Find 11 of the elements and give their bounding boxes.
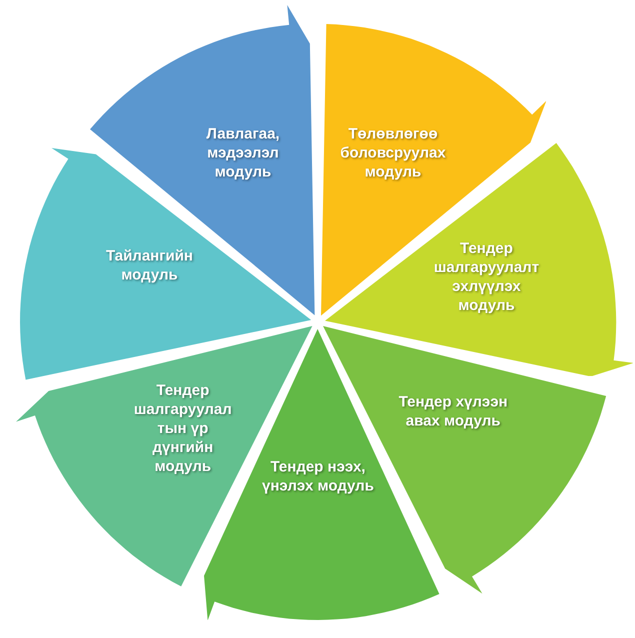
- segment-label: Тендер хүлээн авах модуль: [398, 392, 509, 430]
- segment-label: Тендер нээх, үнэлэх модуль: [261, 457, 375, 496]
- segment-label: Тайлангийн модуль: [104, 246, 194, 284]
- cycle-segment: [321, 24, 546, 316]
- segment-label: Төлөвлөгөө боловсруулах модуль: [339, 124, 447, 182]
- segment-label: Тендер шалгаруулалт эхлүүлэх модуль: [432, 238, 540, 314]
- cycle-segment: [90, 5, 315, 316]
- cycle-segment: [20, 148, 312, 380]
- cycle-segment: [324, 142, 634, 376]
- segment-label: Тендер шалгаруулал тын үр дүнгийн модуль: [132, 380, 233, 476]
- segment-label: Лавлагаа, мэдээлэл модуль: [205, 124, 281, 182]
